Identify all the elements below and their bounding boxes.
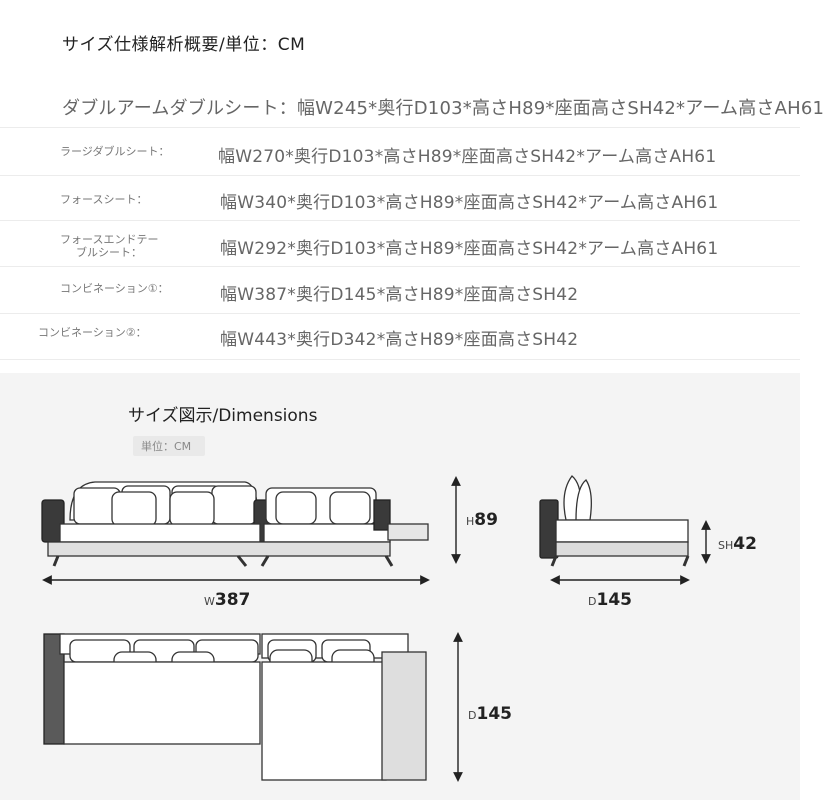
row-label-line2: ブルシート： <box>76 246 142 259</box>
right-arm <box>373 499 391 531</box>
top-view-sofa <box>43 633 427 781</box>
side-view-sofa <box>539 475 690 567</box>
unit-badge: 単位：CM <box>133 436 206 456</box>
top-seat-left <box>63 661 261 745</box>
row-label: フォースシート： <box>60 193 148 206</box>
seat-right <box>263 523 391 543</box>
row-label: コンビネーション②： <box>38 326 147 339</box>
row-value: 幅W270*奥行D103*高さH89*座面高さSH42*アーム高さAH61 <box>218 147 717 167</box>
throw-pillow <box>169 491 215 527</box>
front-view-sofa <box>41 481 429 567</box>
width-label: W387 <box>204 590 251 610</box>
row-value: 幅W387*奥行D145*高さH89*座面高さSH42 <box>220 285 579 305</box>
side-pillow <box>575 479 592 521</box>
row-value: 幅W443*奥行D342*高さH89*座面高さSH42 <box>220 330 579 350</box>
back-cushion <box>211 485 257 525</box>
side-table <box>387 523 429 541</box>
seat-height-label: SH42 <box>718 534 757 554</box>
side-base <box>555 541 689 557</box>
divider <box>0 313 800 314</box>
base <box>47 541 391 557</box>
row-value: 幅W340*奥行D103*高さH89*座面高さSH42*アーム高さAH61 <box>220 193 719 213</box>
throw-pillow <box>111 491 157 527</box>
divider <box>0 266 800 267</box>
top-side-table <box>381 651 427 781</box>
dimensions-title: サイズ図示/Dimensions <box>128 406 318 426</box>
divider <box>0 127 800 128</box>
throw-pillow <box>275 491 317 525</box>
row-value: 幅W292*奥行D103*高さH89*座面高さSH42*アーム高さAH61 <box>220 239 719 259</box>
depth-label-side: D145 <box>588 590 632 610</box>
height-label: H89 <box>466 510 498 530</box>
spec-row-double-arm: ダブルアームダブルシート：幅W245*奥行D103*高さH89*座面高さSH42… <box>62 98 824 119</box>
row-label: コンビネーション①： <box>60 282 169 295</box>
divider <box>0 359 800 360</box>
spec-title: サイズ仕様解析概要/単位：CM <box>62 35 306 55</box>
divider <box>0 220 800 221</box>
side-seat <box>555 519 689 543</box>
sofa-drawings <box>41 475 711 782</box>
row-label: ラージダブルシート： <box>60 145 170 158</box>
throw-pillow <box>329 491 371 525</box>
seat-left <box>59 523 261 543</box>
side-back <box>539 499 559 559</box>
top-chaise <box>261 661 387 781</box>
depth-label-top: D145 <box>468 704 512 724</box>
divider <box>0 175 800 176</box>
row-label-line1: フォースエンドテー <box>60 233 159 246</box>
